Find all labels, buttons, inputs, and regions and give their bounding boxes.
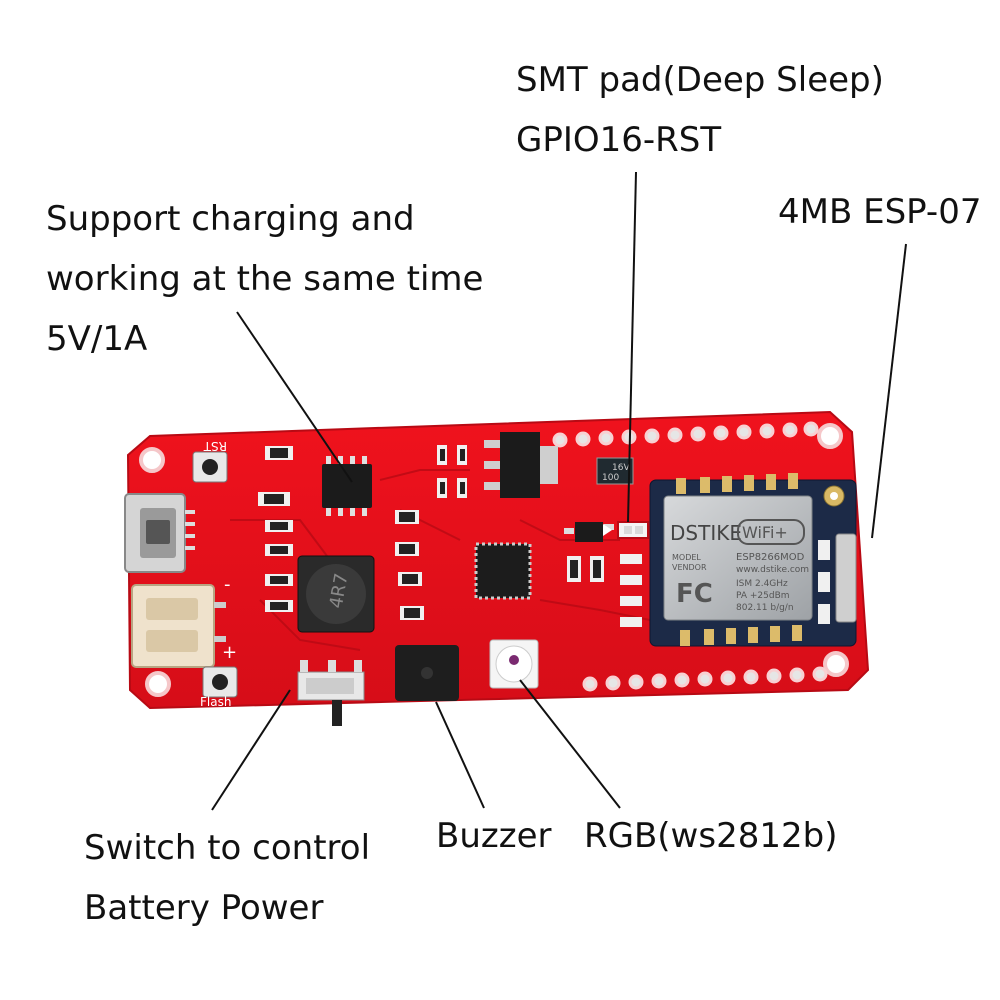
capacitor: 16V 100	[596, 457, 634, 485]
smd-resistors	[258, 445, 642, 627]
cap-value-label: 100	[602, 473, 619, 483]
leader-buzzer	[435, 701, 485, 809]
module-ism: ISM 2.4GHz	[736, 579, 788, 589]
charging-line-1: Support charging and	[46, 199, 415, 239]
smt-pad-line-1: SMT pad(Deep Sleep)	[516, 60, 884, 100]
module-url: www.dstike.com	[736, 565, 809, 575]
module-fc-mark: FC	[676, 579, 713, 609]
leader-rgb	[519, 679, 621, 809]
voltage-regulator	[484, 432, 558, 498]
inductor-4r7: 4R7	[297, 555, 375, 633]
smt-pad-annotation: SMT pad(Deep Sleep) GPIO16-RST	[516, 50, 884, 170]
switch-line-1: Switch to control	[84, 828, 371, 868]
rst-silk-label: RST	[203, 439, 227, 453]
module-model: ESP8266MOD	[736, 552, 805, 563]
flash-button: Flash	[200, 666, 238, 709]
charging-annotation: Support charging and working at the same…	[46, 189, 483, 369]
module-wifi-logo: WiFi+	[742, 523, 788, 542]
smt-pad-line-2: GPIO16-RST	[516, 120, 722, 160]
leader-smt-pad	[627, 171, 637, 523]
leader-esp07	[871, 243, 907, 539]
buzzer-text: Buzzer	[436, 816, 552, 856]
module-std: 802.11 b/g/n	[736, 603, 794, 613]
leader-charging	[236, 311, 353, 483]
rgb-led-component	[489, 639, 539, 689]
module-pa: PA +25dBm	[736, 591, 790, 601]
rgb-annotation: RGB(ws2812b)	[584, 806, 837, 866]
esp07-annotation: 4MB ESP-07	[778, 182, 981, 242]
plus-silk-label: +	[222, 642, 237, 663]
leader-lines	[211, 171, 907, 811]
module-brand: DSTIKE	[670, 521, 742, 545]
deep-sleep-smt-pad	[603, 521, 649, 539]
usb-serial-chip	[474, 542, 532, 600]
header-holes-top	[552, 421, 819, 448]
mounting-holes	[139, 423, 849, 697]
sot-transistor	[564, 522, 614, 542]
leader-switch	[211, 689, 291, 811]
module-model-label: MODEL	[672, 553, 701, 562]
esp07-module: DSTIKE WiFi+ MODEL VENDOR ESP8266MOD www…	[649, 473, 857, 647]
esp07-text: 4MB ESP-07	[778, 192, 982, 232]
minus-silk-label: -	[224, 574, 231, 595]
rst-button: RST	[192, 439, 228, 483]
battery-connector	[131, 584, 226, 668]
power-slide-switch	[297, 660, 365, 726]
rgb-text: RGB(ws2812b)	[584, 816, 838, 856]
module-vendor-label: VENDOR	[672, 563, 707, 572]
buzzer-annotation: Buzzer	[436, 806, 551, 866]
charging-line-3: 5V/1A	[46, 319, 148, 359]
header-holes-bottom	[582, 666, 828, 692]
micro-usb-port	[124, 493, 195, 573]
cap-voltage-label: 16V	[612, 463, 630, 473]
flash-silk-label: Flash	[200, 695, 231, 709]
charging-ic	[322, 456, 372, 516]
switch-line-2: Battery Power	[84, 888, 324, 928]
switch-annotation: Switch to control Battery Power	[84, 818, 370, 938]
buzzer-component	[395, 645, 459, 701]
charging-line-2: working at the same time	[46, 259, 484, 299]
